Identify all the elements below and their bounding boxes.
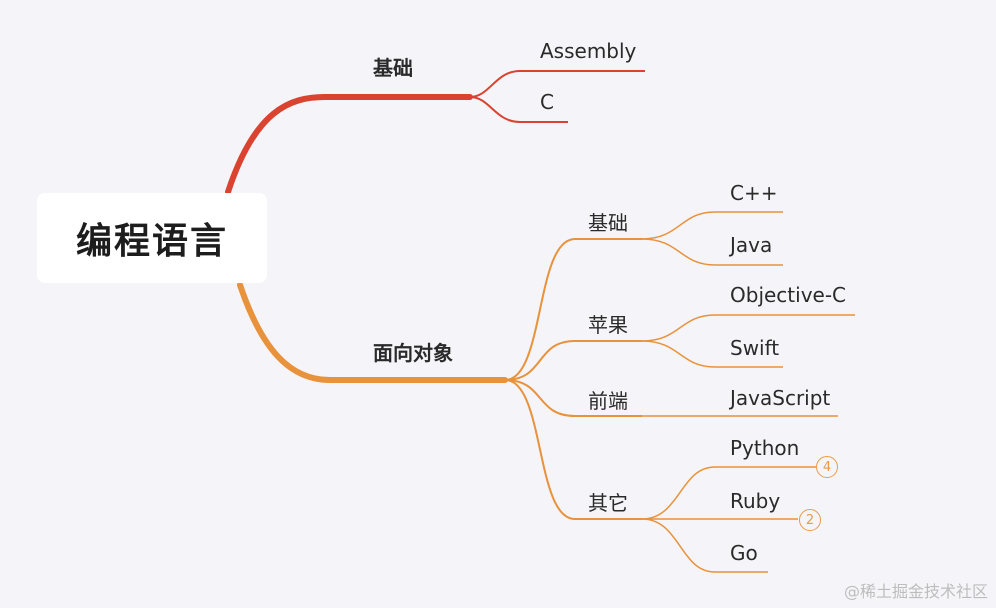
- leaf-java[interactable]: Java: [730, 233, 773, 257]
- connector-java: [641, 238, 783, 266]
- leaf-swift[interactable]: Swift: [730, 336, 780, 360]
- leaf-assembly[interactable]: Assembly: [540, 39, 637, 63]
- leaf-objective-c[interactable]: Objective-C: [730, 283, 847, 307]
- connector-swift: [641, 340, 783, 368]
- connector-cpp: [641, 211, 783, 240]
- leaf-cpp[interactable]: C++: [730, 181, 778, 205]
- connector-assembly: [469, 70, 645, 98]
- leaf-ruby[interactable]: Ruby: [730, 489, 781, 513]
- leaf-javascript[interactable]: JavaScript: [730, 386, 831, 410]
- root-node[interactable]: 编程语言: [37, 193, 267, 283]
- leaf-c[interactable]: C: [540, 90, 554, 114]
- sub-qita-label[interactable]: 其它: [588, 491, 628, 515]
- connector-c: [469, 96, 568, 123]
- branch-mianxiang-label[interactable]: 面向对象: [373, 341, 453, 365]
- sub-qianduan-label[interactable]: 前端: [588, 389, 628, 413]
- connector-python: [641, 466, 816, 520]
- connector-sub-jichu: [504, 238, 642, 381]
- connector-objc: [641, 314, 855, 342]
- ruby-count-badge[interactable]: 2: [799, 509, 821, 531]
- sub-jichu-label[interactable]: 基础: [588, 211, 628, 235]
- branch-jichu-label[interactable]: 基础: [373, 56, 413, 80]
- sub-pingguo-label[interactable]: 苹果: [588, 313, 628, 337]
- leaf-go[interactable]: Go: [730, 541, 758, 565]
- leaf-python[interactable]: Python: [730, 436, 800, 460]
- connector-root-jichu: [225, 94, 473, 195]
- root-label: 编程语言: [75, 221, 228, 262]
- connector-root-mianxiang: [237, 282, 508, 383]
- connector-sub-pingguo: [504, 340, 642, 381]
- connector-go: [641, 518, 768, 573]
- python-count-badge[interactable]: 4: [816, 456, 838, 478]
- connector-sub-qianduan: [504, 379, 642, 417]
- connector-sub-qita: [504, 379, 642, 520]
- watermark: @稀土掘金技术社区: [843, 582, 988, 601]
